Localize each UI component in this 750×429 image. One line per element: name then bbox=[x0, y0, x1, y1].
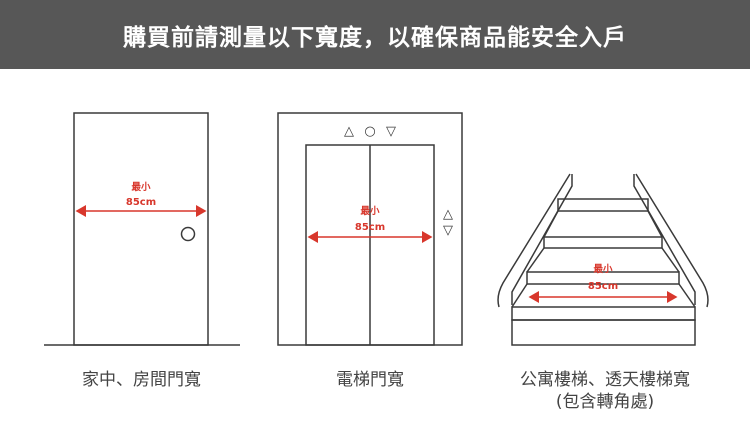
stair-riser-line bbox=[511, 283, 528, 308]
stairs-left-inner-rail bbox=[511, 174, 573, 305]
stairs-caption: 公寓樓梯、透天樓梯寬 (包含轉角處) bbox=[490, 369, 720, 413]
elevator-side-up-icon: △ bbox=[443, 207, 453, 222]
elevator-measure-label-min: 最小 bbox=[360, 205, 380, 217]
stairs-caption-line1: 公寓樓梯、透天樓梯寬 bbox=[520, 370, 690, 390]
stair-step bbox=[557, 198, 649, 212]
elevator-caption: 電梯門寬 bbox=[336, 370, 404, 390]
stair-base bbox=[511, 319, 696, 346]
elevator-circle-icon: ○ bbox=[364, 124, 375, 139]
elevator-up-icon: △ bbox=[344, 124, 354, 139]
header-banner: 購買前請測量以下寬度，以確保商品能安全入戶 bbox=[0, 0, 750, 69]
door-caption: 家中、房間門寬 bbox=[82, 370, 201, 390]
door-measure-label-value: 85cm bbox=[126, 197, 156, 208]
stair-riser-line bbox=[647, 210, 663, 238]
door-measure-label-min: 最小 bbox=[131, 181, 151, 193]
stairs-caption-line2: (包含轉角處) bbox=[555, 392, 655, 412]
stairs-right-rail bbox=[635, 173, 709, 308]
elevator-measure-label-value: 85cm bbox=[355, 222, 385, 233]
elevator-side-down-icon: ▽ bbox=[443, 223, 453, 238]
stair-riser-line bbox=[543, 210, 559, 238]
banner-title: 購買前請測量以下寬度，以確保商品能安全入戶 bbox=[123, 24, 627, 51]
elevator-down-icon: ▽ bbox=[386, 124, 396, 139]
stair-riser-line bbox=[678, 283, 696, 308]
stairs-right-inner-rail bbox=[633, 174, 696, 305]
stairs-left-rail bbox=[497, 173, 571, 308]
door-illustration: 最小 85cm bbox=[73, 112, 209, 346]
stair-riser-line bbox=[661, 247, 680, 273]
stair-step bbox=[511, 306, 696, 321]
stair-step bbox=[543, 236, 663, 249]
stairs-measure-label-value: 85cm bbox=[588, 281, 618, 292]
door-knob bbox=[180, 226, 196, 242]
stair-step bbox=[526, 271, 680, 285]
elevator-illustration: △ ○ ▽ △ ▽ 最小 85cm bbox=[277, 112, 463, 346]
stair-riser-line bbox=[526, 247, 545, 273]
stairs-measure-label-min: 最小 bbox=[593, 263, 613, 275]
stairs-illustration bbox=[497, 173, 709, 346]
door-frame bbox=[73, 112, 209, 346]
